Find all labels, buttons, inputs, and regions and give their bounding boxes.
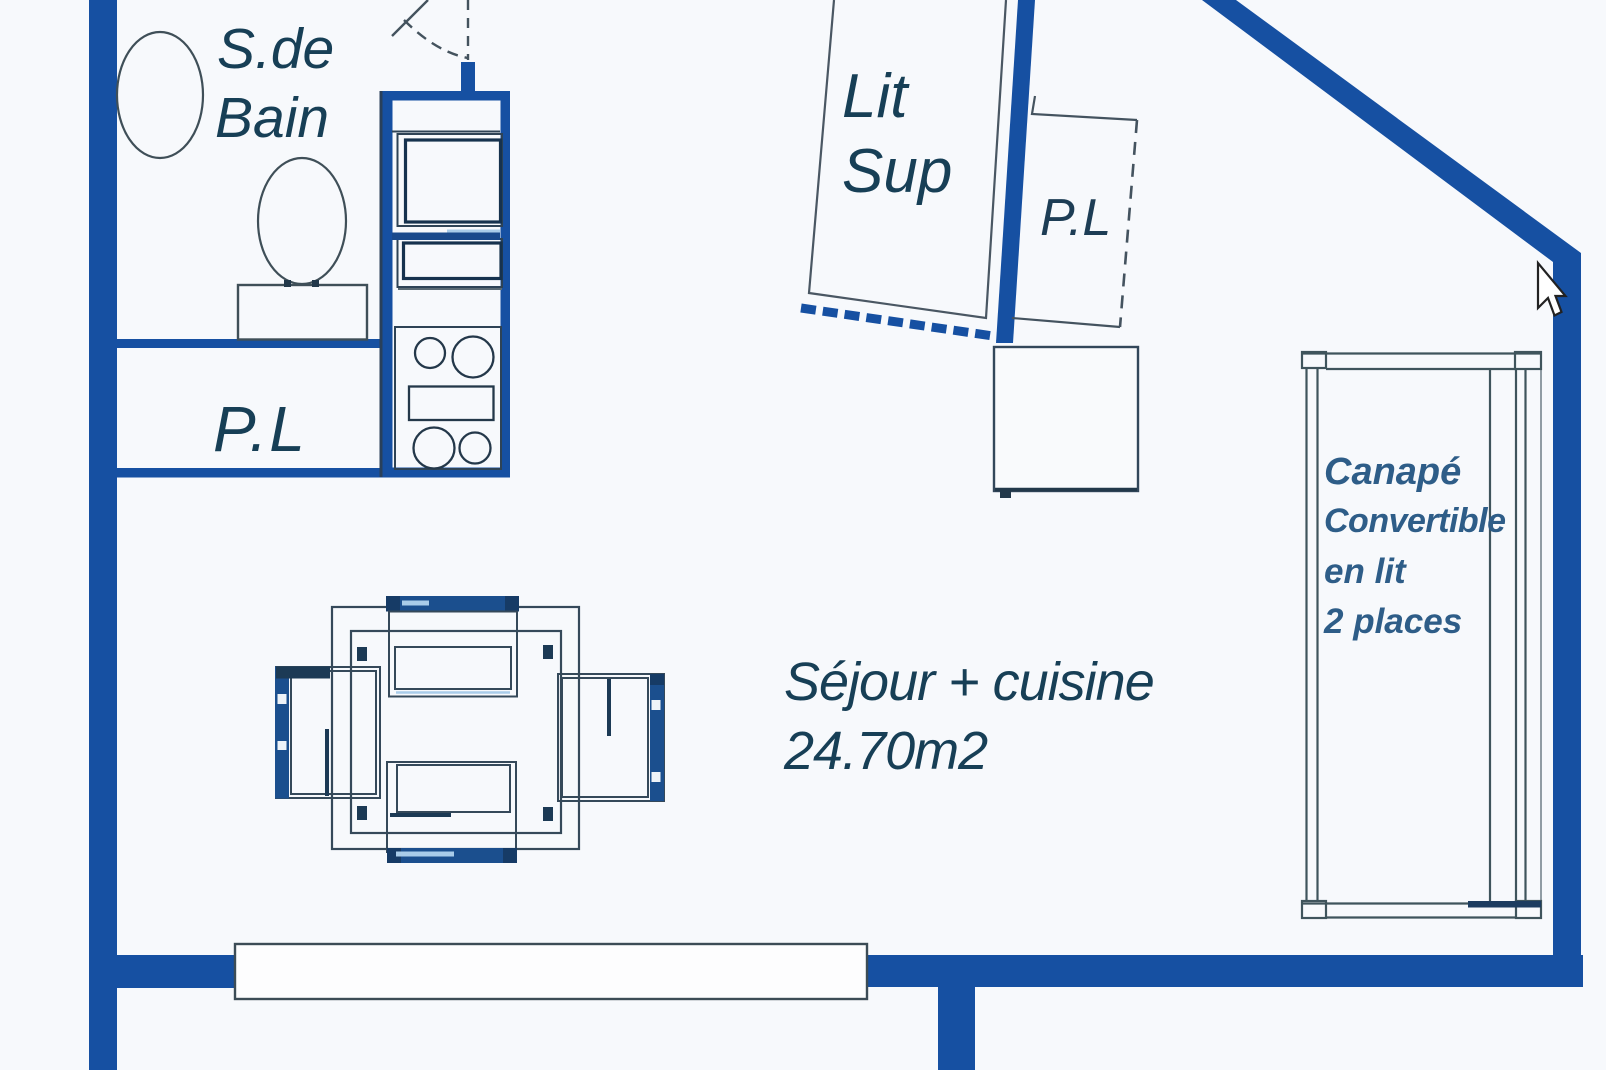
svg-text:Sup: Sup xyxy=(842,137,952,206)
svg-text:Convertible: Convertible xyxy=(1324,502,1506,540)
svg-text:Canapé: Canapé xyxy=(1324,451,1461,493)
svg-text:P.L: P.L xyxy=(1040,189,1111,247)
svg-text:P.L: P.L xyxy=(213,393,307,465)
svg-text:2 places: 2 places xyxy=(1323,602,1462,641)
svg-text:Séjour + cuisine: Séjour + cuisine xyxy=(784,652,1154,712)
svg-text:en lit: en lit xyxy=(1324,552,1407,591)
svg-text:Lit: Lit xyxy=(842,62,910,131)
svg-text:Bain: Bain xyxy=(215,86,329,150)
svg-text:S.de: S.de xyxy=(217,17,334,81)
svg-text:24.70m2: 24.70m2 xyxy=(783,721,988,781)
